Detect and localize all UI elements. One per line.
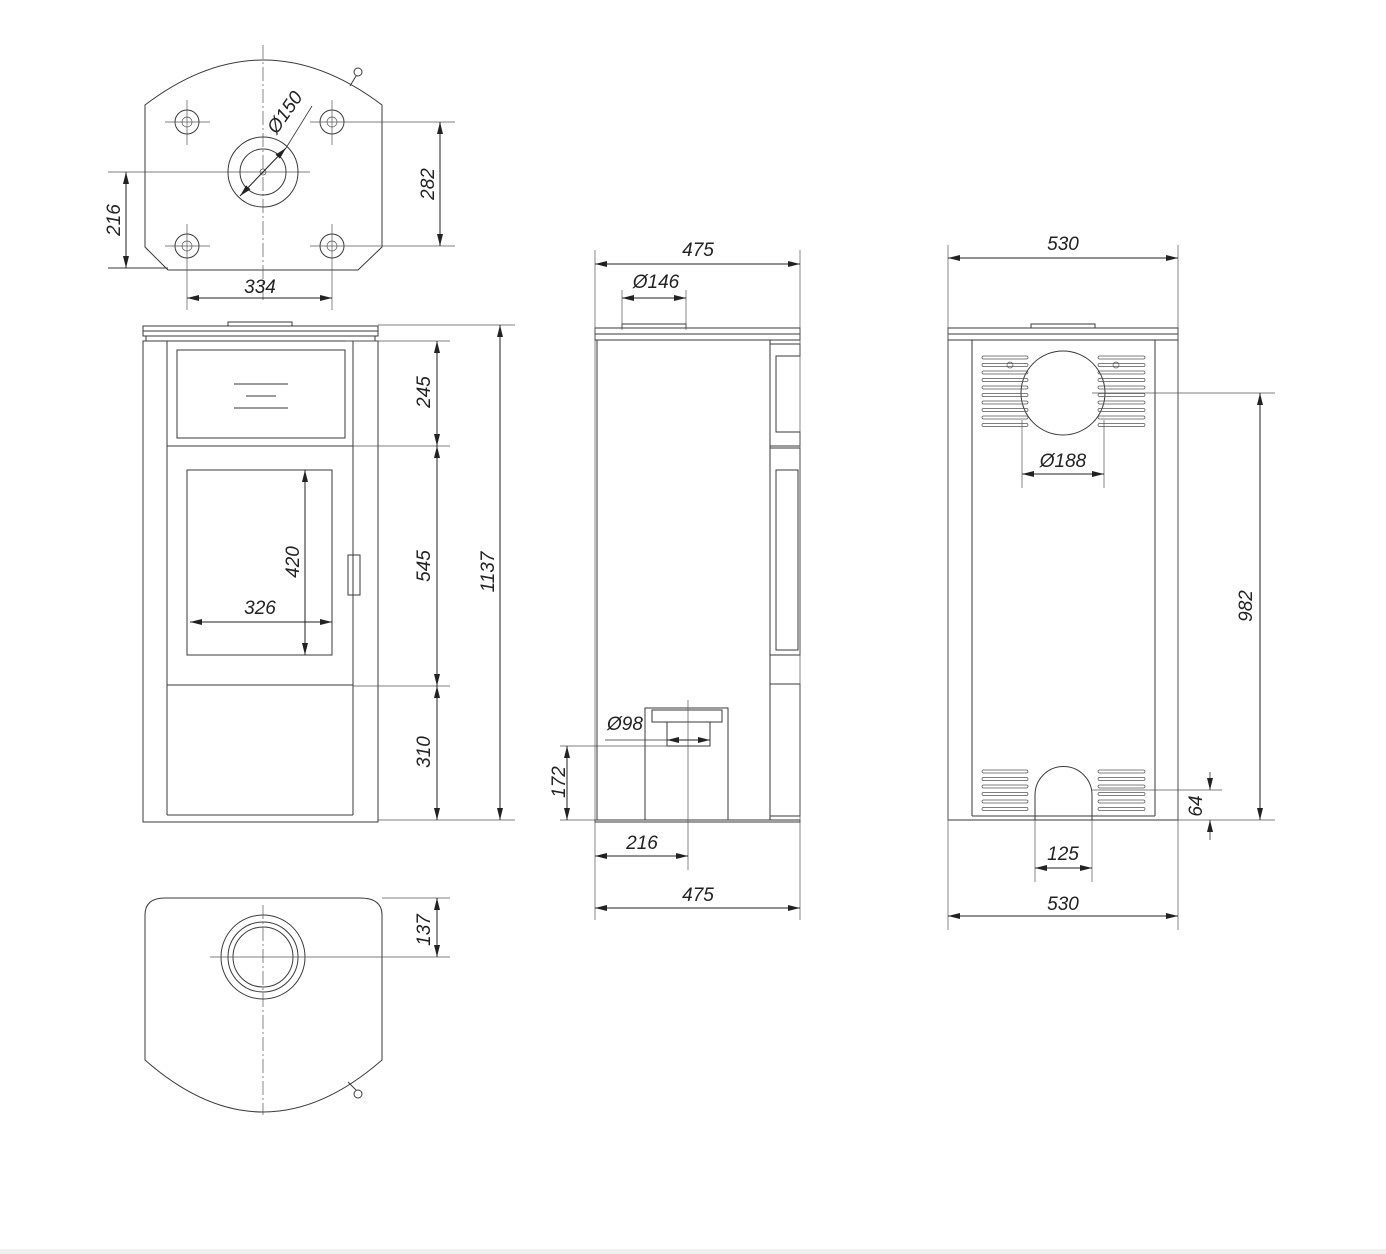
dim-flue-150: Ø150 bbox=[263, 87, 308, 138]
dim-64: 64 bbox=[1186, 795, 1207, 816]
glass bbox=[186, 469, 333, 656]
vent-slot bbox=[981, 415, 1029, 420]
bottom-edge bbox=[0, 1249, 1386, 1254]
vent-slot bbox=[981, 792, 1029, 796]
dim-245: 245 bbox=[414, 376, 435, 409]
vent-slot bbox=[1097, 378, 1146, 382]
vent-slot bbox=[1097, 393, 1146, 397]
dim-137: 137 bbox=[414, 913, 435, 946]
vent-slot bbox=[981, 769, 1029, 774]
drawer bbox=[176, 349, 346, 439]
dim-216-side: 216 bbox=[625, 833, 658, 854]
vent-slot bbox=[1097, 415, 1146, 420]
vent-slot bbox=[981, 355, 1029, 360]
vent-slot bbox=[981, 784, 1029, 789]
side-view: 475 Ø146 Ø98 172 216 475 bbox=[549, 240, 801, 920]
bottom-view: 137 bbox=[144, 897, 450, 1115]
top-feet bbox=[165, 100, 455, 310]
dim-420: 420 bbox=[283, 546, 304, 578]
vent-slot bbox=[1097, 385, 1146, 390]
vent-slot bbox=[1097, 363, 1146, 367]
dim-flue-146: Ø146 bbox=[632, 272, 680, 293]
vent-slot bbox=[981, 423, 1029, 427]
vent-slot bbox=[1097, 807, 1146, 811]
dim-475-bottom: 475 bbox=[682, 885, 714, 906]
dim-188: Ø188 bbox=[1039, 451, 1087, 472]
vent-slot bbox=[1097, 370, 1146, 375]
vent-slot bbox=[981, 799, 1029, 804]
dim-216-top: 216 bbox=[104, 204, 125, 237]
door bbox=[166, 445, 354, 686]
vent-slot bbox=[1097, 777, 1146, 781]
dim-334: 334 bbox=[244, 277, 276, 298]
back-view: 530 Ø188 982 64 125 530 bbox=[947, 234, 1275, 930]
dim-530-top: 530 bbox=[1047, 234, 1079, 255]
vent-slot bbox=[981, 400, 1029, 405]
door-handle bbox=[347, 554, 361, 596]
vent-slot bbox=[1097, 423, 1146, 427]
back-air-inlet bbox=[1034, 766, 1093, 820]
vent-slot bbox=[1097, 355, 1146, 360]
vent-slot bbox=[981, 385, 1029, 390]
dim-530-bottom: 530 bbox=[1047, 894, 1079, 915]
vent-slot bbox=[981, 378, 1029, 382]
dim-475-top: 475 bbox=[682, 240, 714, 261]
vent-slot bbox=[981, 393, 1029, 397]
vent-slot bbox=[1097, 408, 1146, 412]
dim-326: 326 bbox=[244, 598, 276, 619]
vent-slot bbox=[1097, 784, 1146, 789]
dim-310: 310 bbox=[414, 736, 435, 768]
dim-125: 125 bbox=[1047, 844, 1079, 865]
ash-pan bbox=[644, 707, 729, 821]
vent-slot bbox=[981, 807, 1029, 811]
dim-1137: 1137 bbox=[478, 550, 499, 592]
top-view: 216 282 334 Ø150 bbox=[104, 45, 455, 310]
vent-slot bbox=[1097, 799, 1146, 804]
vent-slot bbox=[1097, 769, 1146, 774]
vent-slot bbox=[981, 777, 1029, 781]
vent-slot bbox=[981, 363, 1029, 367]
dim-982: 982 bbox=[1236, 590, 1257, 622]
vent-slot bbox=[981, 370, 1029, 375]
vent-slot bbox=[1097, 400, 1146, 405]
ventilation-slots bbox=[981, 355, 1146, 811]
dim-282: 282 bbox=[418, 168, 439, 201]
dim-545: 545 bbox=[414, 550, 435, 582]
vent-slot bbox=[1097, 792, 1146, 796]
dim-172: 172 bbox=[549, 766, 570, 798]
dim-98: Ø98 bbox=[606, 714, 643, 735]
front-view: 245 545 310 1137 420 326 bbox=[142, 321, 515, 823]
vent-slot bbox=[981, 408, 1029, 412]
